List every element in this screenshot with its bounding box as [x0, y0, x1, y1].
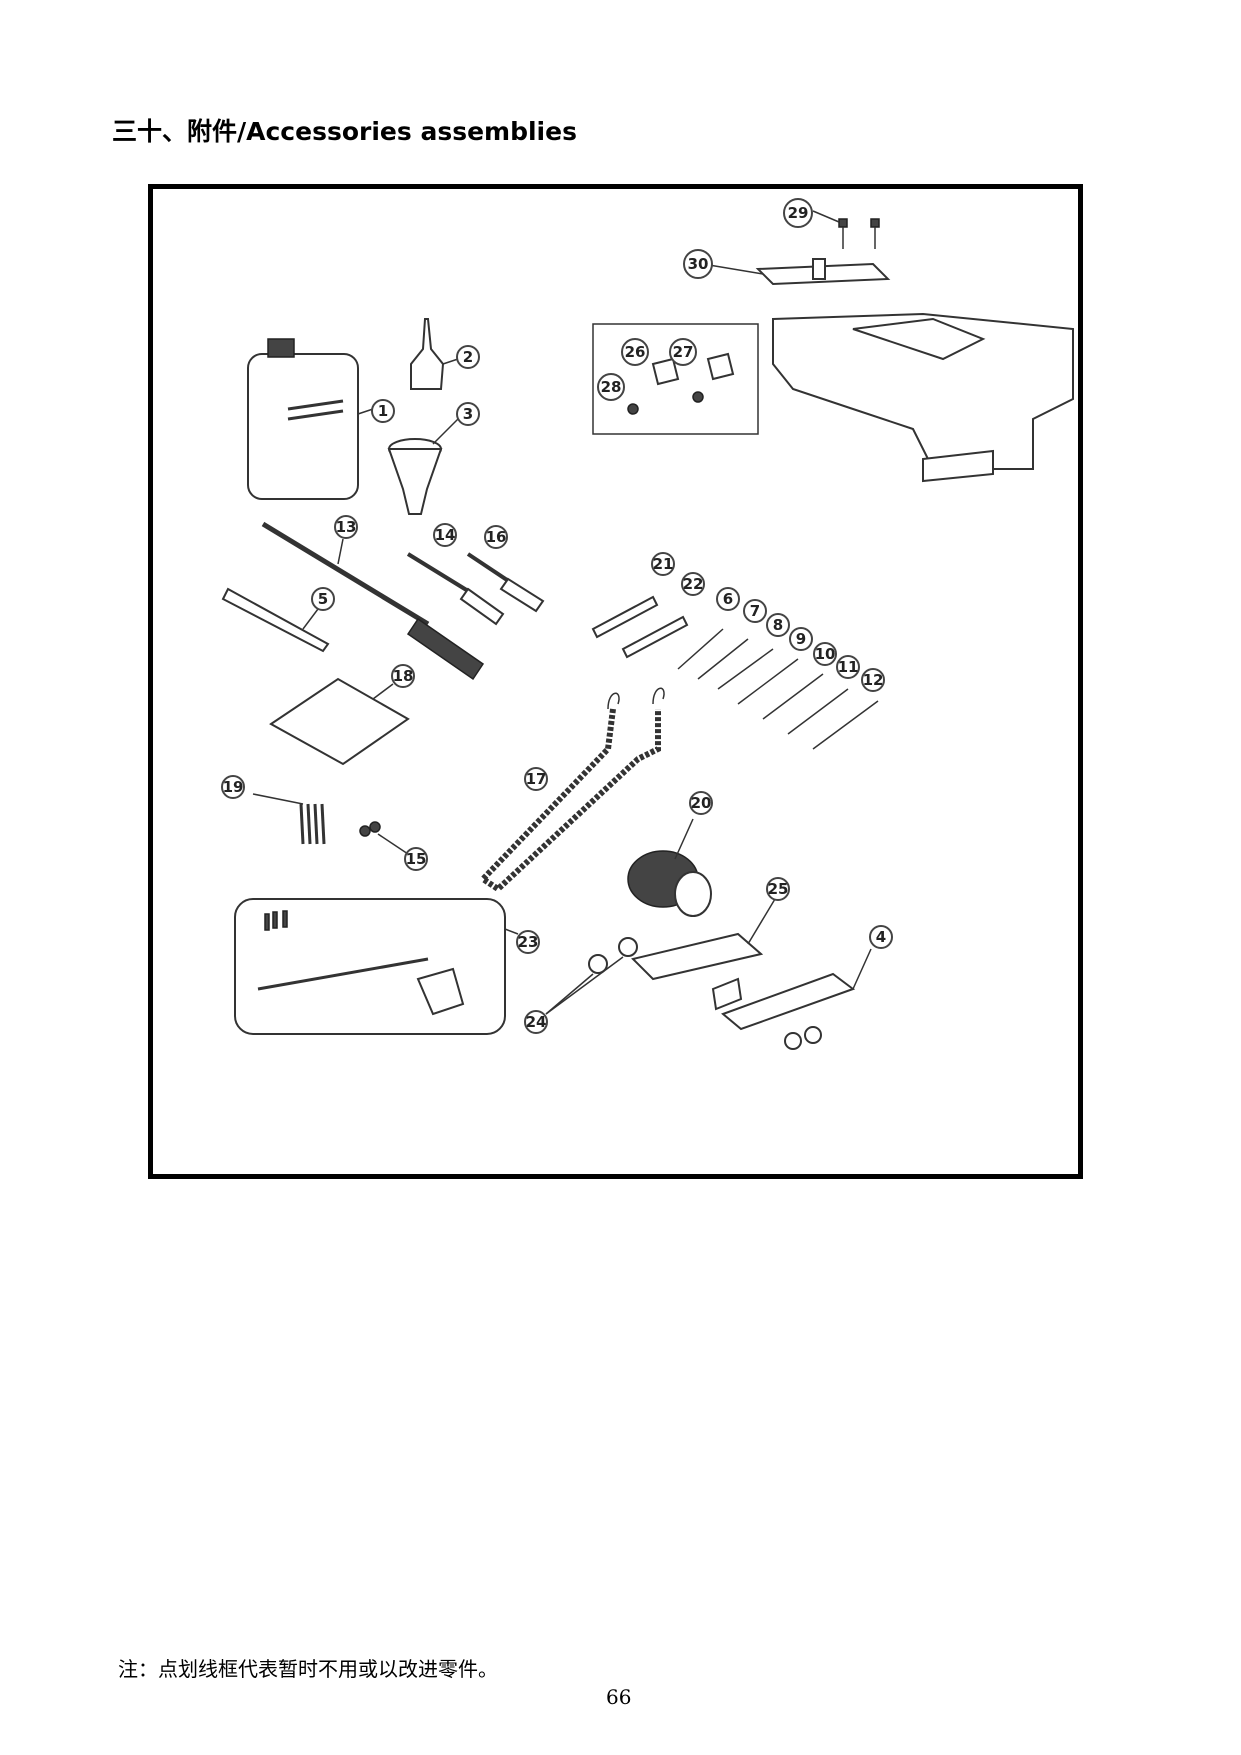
svg-text:7: 7 [750, 602, 760, 620]
callout-4: 4 [869, 925, 893, 949]
footnote: 注：点划线框代表暂时不用或以改进零件。 [118, 1657, 498, 1681]
callout-18: 18 [391, 664, 415, 688]
callout-26: 26 [621, 338, 649, 366]
screws-part-24 [545, 937, 638, 1015]
screws-part-29 [812, 210, 880, 249]
svg-text:1: 1 [378, 402, 388, 420]
svg-text:19: 19 [223, 778, 244, 796]
svg-text:14: 14 [435, 526, 456, 544]
svg-text:11: 11 [838, 658, 859, 676]
cloth-part-18 [269, 677, 410, 766]
diagram-canvas: 1 2 3 4 5 6 7 8 9 10 11 12 13 14 15 16 1… [221, 198, 1074, 1050]
callout-21: 21 [651, 552, 675, 576]
callout-28: 28 [597, 373, 625, 401]
svg-text:27: 27 [673, 343, 694, 361]
machine-base-part [772, 312, 1074, 483]
screwdrivers-part-14-16 [406, 552, 545, 626]
svg-text:18: 18 [393, 667, 414, 685]
tweezers-part-5 [221, 587, 330, 653]
svg-text:3: 3 [463, 405, 473, 423]
svg-text:23: 23 [518, 933, 539, 951]
svg-text:29: 29 [788, 204, 809, 222]
callout-15: 15 [404, 847, 428, 871]
callout-9: 9 [789, 627, 813, 651]
svg-text:24: 24 [526, 1013, 547, 1031]
callout-2: 2 [456, 345, 480, 369]
callout-16: 16 [484, 525, 508, 549]
svg-text:4: 4 [876, 928, 886, 946]
callout-14: 14 [433, 523, 457, 547]
svg-text:25: 25 [768, 880, 789, 898]
svg-text:9: 9 [796, 630, 806, 648]
callout-10: 10 [813, 642, 837, 666]
callout-19: 19 [221, 775, 245, 799]
assembly-box-part-23 [234, 898, 519, 1035]
callout-27: 27 [669, 338, 697, 366]
oil-bottle-part-1 [247, 338, 374, 500]
svg-text:17: 17 [526, 770, 547, 788]
svg-text:26: 26 [625, 343, 646, 361]
screwdriver-part-13 [261, 521, 485, 681]
page-number: 66 [606, 1685, 632, 1709]
callout-3: 3 [456, 402, 480, 426]
plate-part-25 [631, 893, 779, 1011]
section-title: 三十、附件/Accessories assemblies [112, 117, 577, 146]
callout-29: 29 [783, 198, 813, 228]
callout-24: 24 [524, 1010, 548, 1034]
callout-23: 23 [516, 930, 540, 954]
svg-text:20: 20 [691, 794, 712, 812]
svg-text:22: 22 [683, 575, 704, 593]
svg-text:12: 12 [863, 671, 884, 689]
svg-text:30: 30 [688, 255, 709, 273]
plate-part-4 [721, 948, 872, 1050]
callout-8: 8 [766, 613, 790, 637]
dashed-detail-box [592, 323, 759, 435]
svg-text:8: 8 [773, 616, 783, 634]
callout-5: 5 [311, 587, 335, 611]
callout-13: 13 [334, 515, 358, 539]
oiler-part-2 [410, 318, 459, 390]
wrenches-part-21-22 [591, 595, 689, 659]
svg-text:6: 6 [723, 590, 733, 608]
svg-text:21: 21 [653, 555, 674, 573]
callout-11: 11 [836, 655, 860, 679]
callout-30: 30 [683, 249, 713, 279]
svg-text:10: 10 [815, 645, 836, 663]
callout-22: 22 [681, 572, 705, 596]
pins-part-19 [252, 793, 326, 845]
svg-text:5: 5 [318, 590, 328, 608]
callout-6: 6 [716, 587, 740, 611]
nuts-part-15 [359, 821, 409, 855]
callout-17: 17 [524, 767, 548, 791]
callout-12: 12 [861, 668, 885, 692]
svg-text:16: 16 [486, 528, 507, 546]
filter-part-20 [627, 818, 712, 917]
funnel-part-3 [387, 418, 459, 515]
bracket-part-30 [702, 258, 891, 286]
hex-keys-part-6-12 [677, 628, 879, 750]
svg-text:28: 28 [601, 378, 622, 396]
chain-part-17 [478, 687, 665, 893]
svg-text:15: 15 [406, 850, 427, 868]
svg-text:2: 2 [463, 348, 473, 366]
callout-1: 1 [371, 399, 395, 423]
exploded-parts-diagram: 1 2 3 4 5 6 7 8 9 10 11 12 13 14 15 16 1… [148, 184, 1083, 1179]
svg-text:13: 13 [336, 518, 357, 536]
callout-20: 20 [689, 791, 713, 815]
callout-25: 25 [766, 877, 790, 901]
callout-7: 7 [743, 599, 767, 623]
